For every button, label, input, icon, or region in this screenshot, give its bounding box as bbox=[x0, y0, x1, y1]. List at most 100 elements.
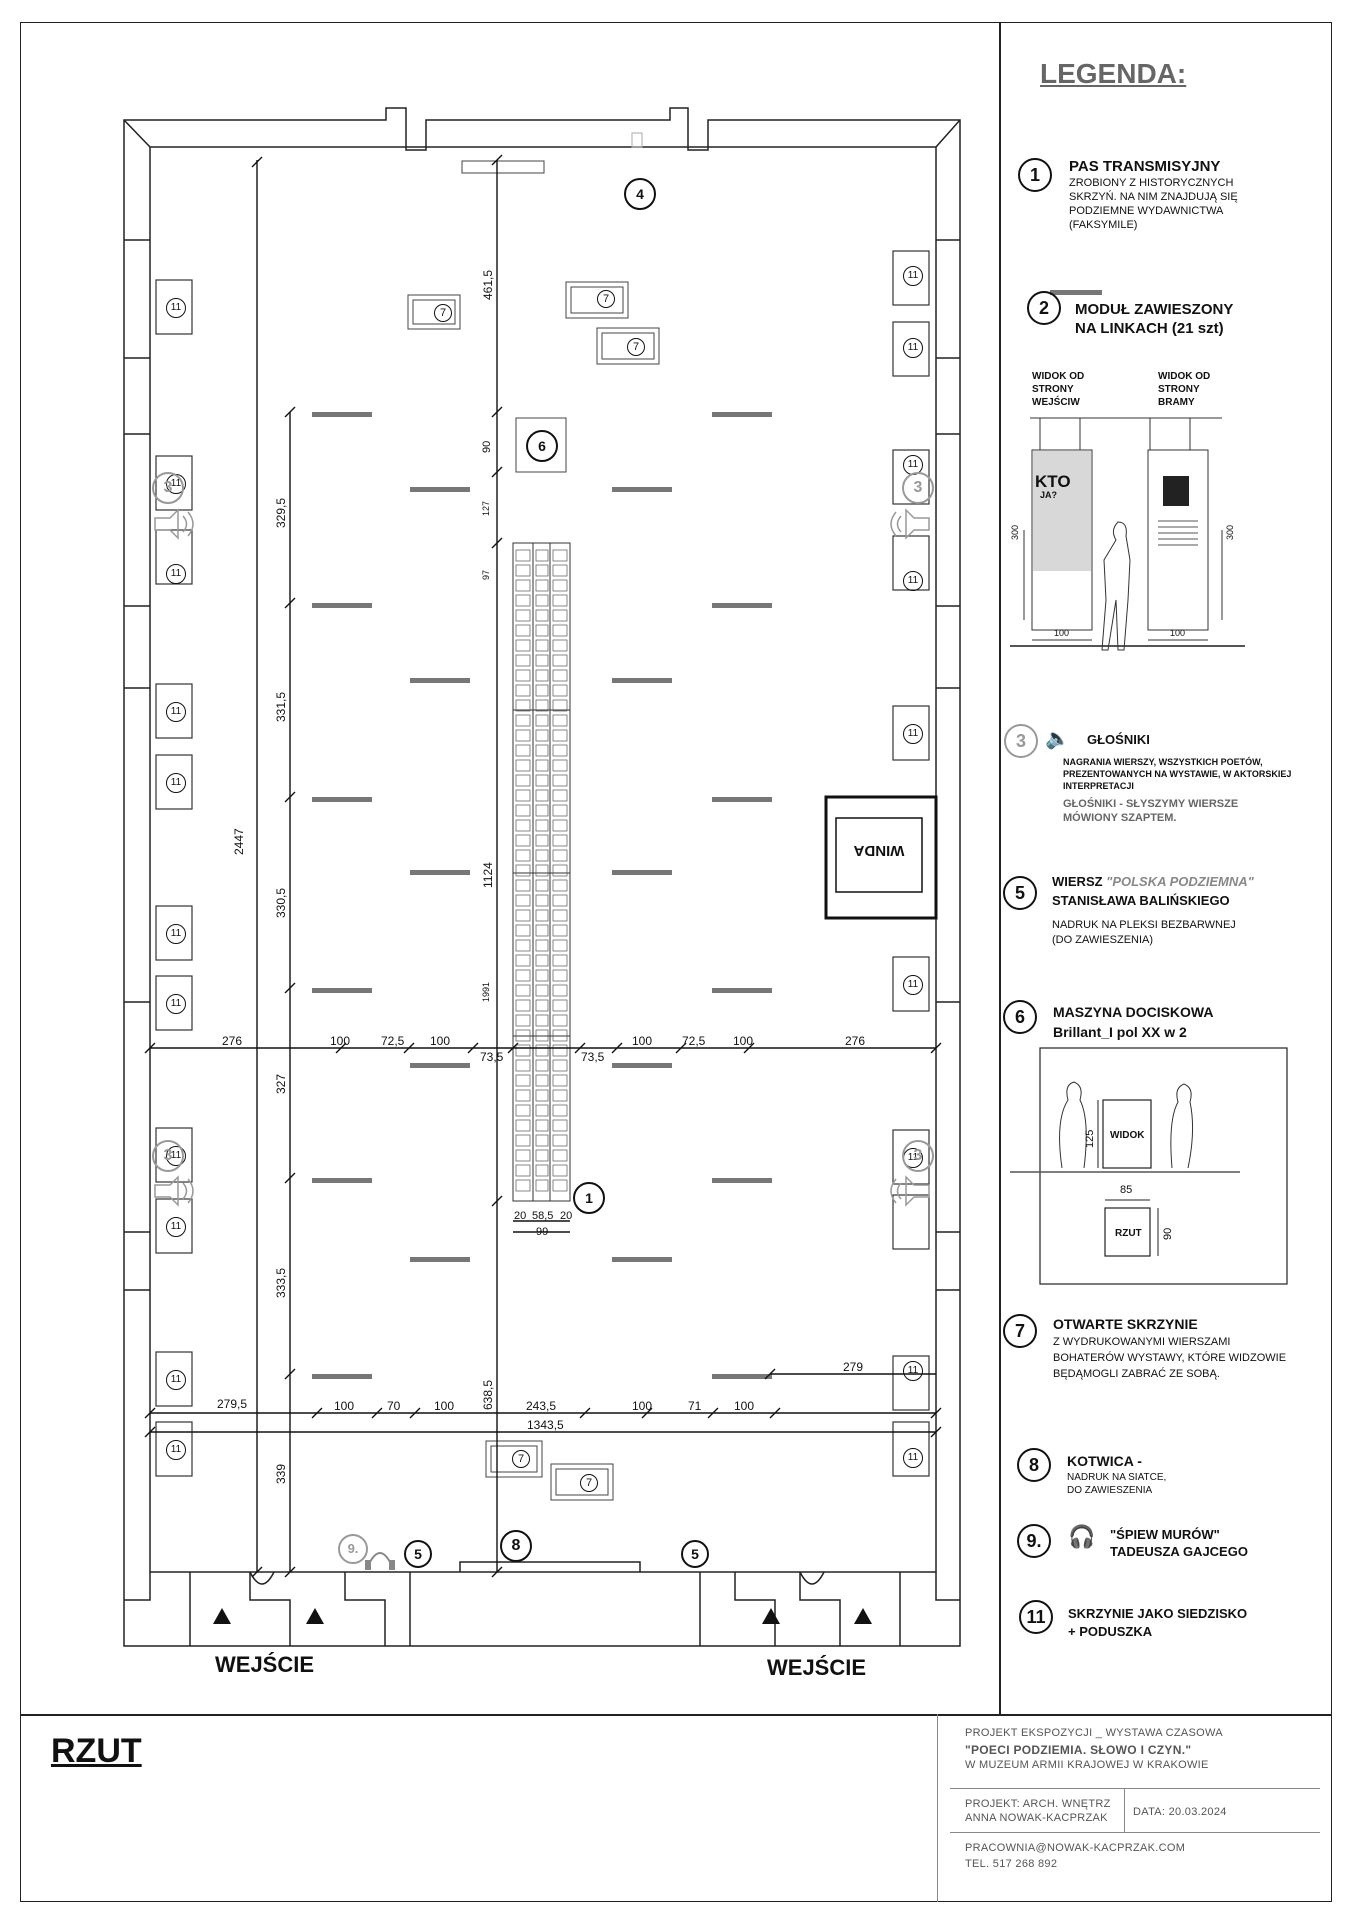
marker-11: 11 bbox=[903, 571, 923, 591]
legend-title-2: MODUŁ ZAWIESZONY bbox=[1075, 301, 1234, 318]
legend-sub-3d: GŁOŚNIKI - SŁYSZYMY WIERSZE bbox=[1063, 798, 1239, 810]
belt-crate bbox=[552, 684, 568, 697]
belt-crate bbox=[515, 594, 531, 607]
belt-crate bbox=[535, 549, 549, 562]
module-face-left bbox=[1033, 451, 1091, 571]
belt-crate bbox=[535, 849, 549, 862]
belt-crate bbox=[535, 1059, 549, 1072]
legend-title-11b: + PODUSZKA bbox=[1068, 1624, 1153, 1639]
legend-divider bbox=[999, 22, 1001, 1714]
dim-70: 70 bbox=[387, 1399, 401, 1413]
dim-276-right: 276 bbox=[845, 1034, 866, 1048]
belt-crate bbox=[552, 729, 568, 742]
belt-crate bbox=[535, 654, 549, 667]
belt-crate bbox=[552, 939, 568, 952]
dim-327: 327 bbox=[274, 1073, 288, 1094]
belt-crate bbox=[535, 1089, 549, 1102]
belt-crate bbox=[535, 1134, 549, 1147]
belt-crate bbox=[515, 1059, 531, 1072]
belt-crate bbox=[515, 714, 531, 727]
belt-crate bbox=[515, 1134, 531, 1147]
belt-crate bbox=[515, 774, 531, 787]
dim-90: 90 bbox=[481, 440, 493, 453]
belt-crate bbox=[535, 1014, 549, 1027]
belt-crate bbox=[552, 1119, 568, 1132]
dim-20-left: 20 bbox=[514, 1210, 527, 1222]
belt-crate bbox=[515, 1119, 531, 1132]
dim-1343-5: 1343,5 bbox=[527, 1418, 564, 1432]
legend-sub-5a: NADRUK NA PLEKSI BEZBARWNEJ bbox=[1052, 919, 1236, 931]
belt-crate bbox=[535, 1074, 549, 1087]
belt-crate bbox=[515, 624, 531, 637]
belt-crate bbox=[552, 1179, 568, 1192]
belt-crate bbox=[515, 609, 531, 622]
belt-crate bbox=[535, 579, 549, 592]
belt-crate bbox=[552, 579, 568, 592]
belt-crate bbox=[515, 924, 531, 937]
dim-99: 99 bbox=[536, 1226, 549, 1238]
belt-crate bbox=[552, 624, 568, 637]
belt-crate bbox=[515, 879, 531, 892]
belt-crate bbox=[535, 1149, 549, 1162]
legend-sub-3e: MÓWIONY SZAPTEM. bbox=[1063, 812, 1177, 824]
dim-127: 127 bbox=[481, 500, 491, 516]
belt-crate bbox=[535, 699, 549, 712]
dim-100: 100 bbox=[733, 1034, 754, 1048]
belt-crate bbox=[552, 864, 568, 877]
marker-3: 3 bbox=[152, 472, 184, 504]
belt-crate bbox=[535, 744, 549, 757]
dim-71: 71 bbox=[688, 1399, 702, 1413]
belt-crate bbox=[535, 879, 549, 892]
project-line-3: W MUZEUM ARMII KRAJOWEJ W KRAKOWIE bbox=[965, 1759, 1209, 1771]
belt-crate bbox=[535, 789, 549, 802]
belt-crate bbox=[535, 954, 549, 967]
belt-crate bbox=[535, 1029, 549, 1042]
press-rzut: RZUT bbox=[1115, 1228, 1142, 1239]
belt-crate bbox=[535, 804, 549, 817]
belt-crate bbox=[515, 894, 531, 907]
entrance-label-left: WEJŚCIE bbox=[215, 1652, 315, 1677]
dim-243-5: 243,5 bbox=[526, 1399, 557, 1413]
title-block-split bbox=[937, 1714, 938, 1902]
dim-279-5: 279,5 bbox=[217, 1397, 248, 1411]
dim-100: 100 bbox=[734, 1399, 755, 1413]
legend-title-9b: TADEUSZA GAJCEGO bbox=[1110, 1544, 1248, 1559]
belt-crate bbox=[535, 759, 549, 772]
legend-title-7: OTWARTE SKRZYNIE bbox=[1053, 1316, 1198, 1332]
module-width-right: 100 bbox=[1170, 628, 1186, 638]
entrance-arrow-2 bbox=[306, 1608, 324, 1624]
legend-sub-1d: (FAKSYMILE) bbox=[1069, 219, 1138, 231]
sheet-title-rzut: RZUT bbox=[51, 1732, 142, 1770]
belt-crate bbox=[552, 954, 568, 967]
module-kto: KTO bbox=[1035, 472, 1071, 491]
belt-crate bbox=[515, 1149, 531, 1162]
belt-crate bbox=[552, 1074, 568, 1087]
legend-sub-1b: SKRZYŃ. NA NIM ZNAJDUJĄ SIĘ bbox=[1069, 191, 1238, 203]
marker-5-left: 5 bbox=[404, 1540, 432, 1568]
belt-crate bbox=[552, 609, 568, 622]
belt-crate bbox=[552, 849, 568, 862]
belt-crate bbox=[515, 849, 531, 862]
marker-9: 9. bbox=[338, 1534, 368, 1564]
belt-crate bbox=[552, 594, 568, 607]
belt-crate bbox=[515, 549, 531, 562]
belt-crate bbox=[515, 984, 531, 997]
marker-3: 3 bbox=[152, 1140, 184, 1172]
module-kto-sub: JA? bbox=[1040, 490, 1058, 500]
belt-crate bbox=[535, 1164, 549, 1177]
dim-100: 100 bbox=[632, 1034, 653, 1048]
speaker-icon: 🔈 bbox=[1045, 728, 1070, 750]
dim-72-5: 72,5 bbox=[682, 1034, 706, 1048]
belt-crate bbox=[515, 804, 531, 817]
legend-sub-1c: PODZIEMNE WYDAWNICTWA bbox=[1069, 205, 1224, 217]
belt-crate bbox=[535, 834, 549, 847]
belt-crate bbox=[552, 669, 568, 682]
legend-sub-7b: BOHATERÓW WYSTAWY, KTÓRE WIDZOWIE bbox=[1053, 1352, 1287, 1364]
legend-title-9: "ŚPIEW MURÓW" bbox=[1110, 1527, 1220, 1542]
belt-crate bbox=[515, 639, 531, 652]
belt-crate bbox=[515, 1044, 531, 1057]
belt-crate bbox=[515, 834, 531, 847]
belt-crate bbox=[535, 594, 549, 607]
dim-330-5: 330,5 bbox=[274, 887, 288, 918]
legend-sub-3b: PREZENTOWANYCH NA WYSTAWIE, W AKTORSKIEJ bbox=[1063, 769, 1292, 779]
